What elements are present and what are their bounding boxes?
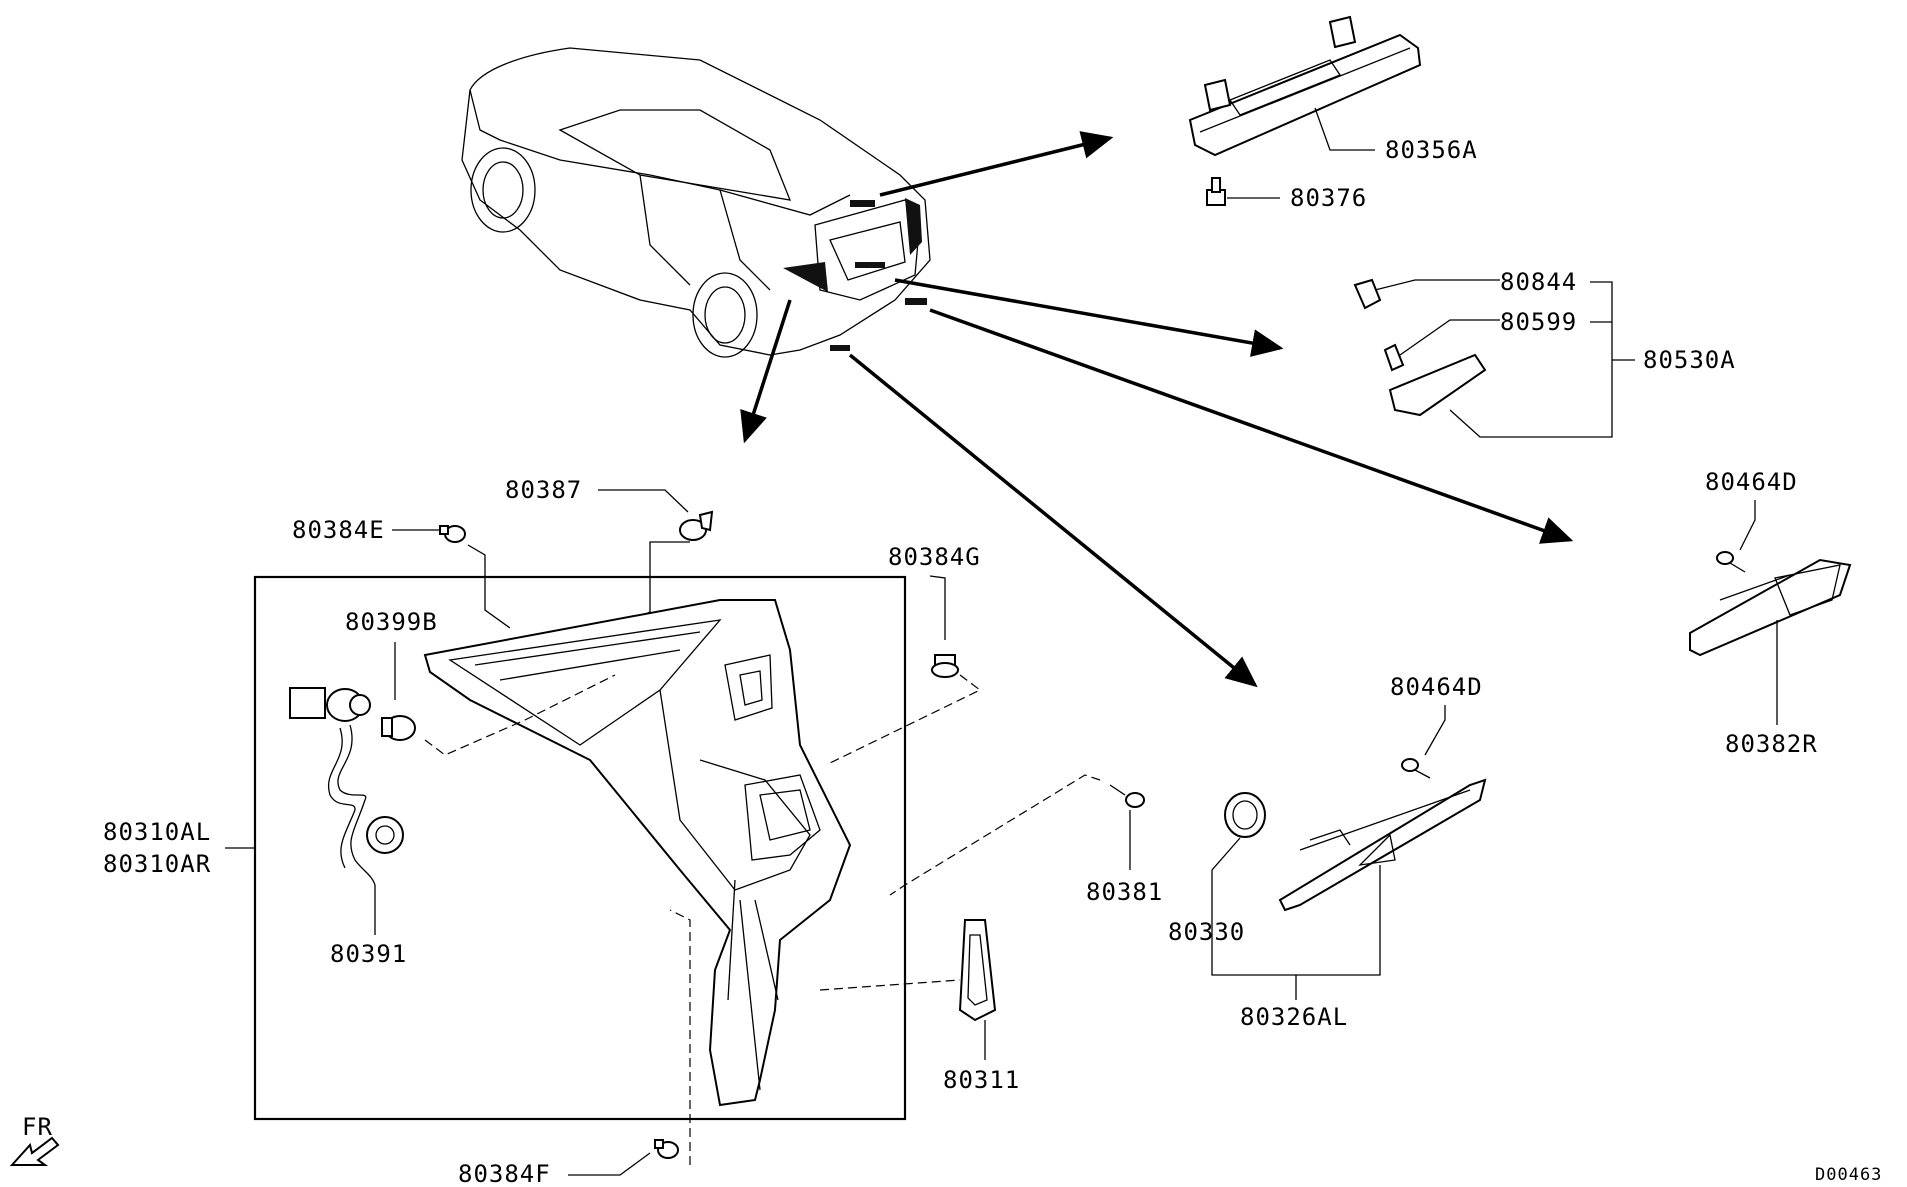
label-80464D-lower: 80464D — [1390, 673, 1483, 701]
socket-harness-80391 — [289, 687, 404, 886]
screw-80381 — [1109, 784, 1145, 808]
diagram-code: D00463 — [1815, 1165, 1882, 1185]
label-80381: 80381 — [1086, 878, 1163, 906]
label-80311: 80311 — [943, 1066, 1020, 1094]
label-80530A: 80530A — [1643, 346, 1736, 374]
clip-80384G — [931, 654, 959, 678]
reflector-80326AL — [1278, 778, 1487, 912]
license-lamp-80530A — [1353, 278, 1487, 417]
label-80310AL: 80310AL — [103, 818, 211, 846]
label-80310AR: 80310AR — [103, 850, 211, 878]
label-80384G: 80384G — [888, 543, 981, 571]
tail-lamp-marker — [783, 262, 828, 292]
grommet-80330 — [1224, 792, 1266, 838]
label-80464D-upper: 80464D — [1705, 468, 1798, 496]
screw-80376 — [1206, 177, 1226, 206]
clip-80384F — [654, 1139, 679, 1159]
screw-80464D-upper — [1716, 551, 1746, 573]
clip-80387 — [679, 510, 714, 541]
clip-80384E — [439, 525, 466, 543]
bulb-80399B — [381, 715, 416, 741]
gasket-80311 — [958, 919, 997, 1022]
screw-80464D-lower — [1401, 758, 1431, 779]
label-80387: 80387 — [505, 476, 582, 504]
label-80599: 80599 — [1500, 308, 1577, 336]
tail-lamp-80310AL — [423, 599, 852, 1107]
label-80326AL: 80326AL — [1240, 1003, 1348, 1031]
label-80376: 80376 — [1290, 184, 1367, 212]
label-80382R: 80382R — [1725, 730, 1818, 758]
reflector-80382R — [1689, 558, 1852, 657]
label-80384E: 80384E — [292, 516, 385, 544]
front-direction-arrow-icon — [9, 1136, 60, 1166]
high-mount-stop-lamp-80356A — [1188, 15, 1422, 157]
label-80844: 80844 — [1500, 268, 1577, 296]
label-80384F: 80384F — [458, 1160, 551, 1187]
label-80399B: 80399B — [345, 608, 438, 636]
label-80356A: 80356A — [1385, 136, 1478, 164]
vehicle-illustration — [461, 47, 931, 358]
label-80330: 80330 — [1168, 918, 1245, 946]
front-marker-text: FR — [22, 1113, 53, 1141]
label-80391: 80391 — [330, 940, 407, 968]
